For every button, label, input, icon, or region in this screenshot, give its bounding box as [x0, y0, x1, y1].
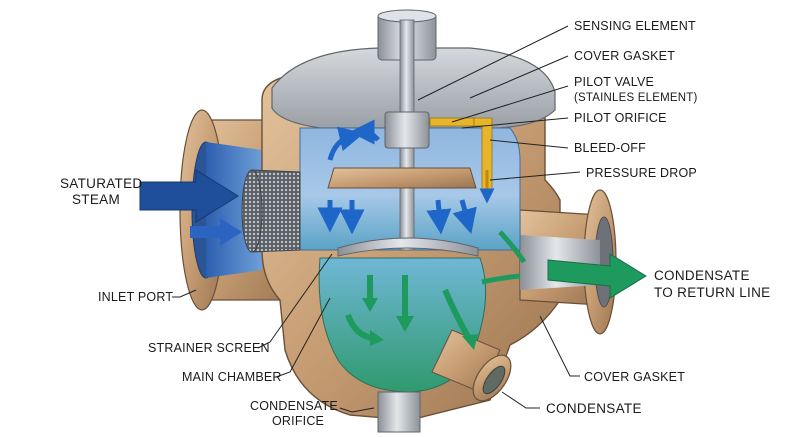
- label-pilot-orifice: PILOT ORIFICE: [574, 111, 667, 125]
- label-saturated-steam-1: SATURATED: [60, 176, 142, 191]
- label-bleed-off: BLEED-OFF: [574, 141, 646, 155]
- label-condensate: CONDENSATE: [546, 401, 642, 416]
- label-condensate-return-2: TO RETURN LINE: [654, 285, 770, 300]
- label-pressure-drop: PRESSURE DROP: [586, 166, 697, 180]
- valve-body: [180, 10, 616, 432]
- label-saturated-steam-2: STEAM: [72, 192, 120, 207]
- label-inlet-port: INLET PORT: [98, 290, 173, 304]
- pilot-valve-body: [385, 112, 429, 148]
- label-condensate-return-1: CONDENSATE: [654, 268, 750, 283]
- label-cover-gasket-top: COVER GASKET: [574, 49, 675, 63]
- label-strainer-screen: STRAINER SCREEN: [148, 341, 270, 355]
- label-sensing-element: SENSING ELEMENT: [574, 19, 696, 33]
- label-condensate-orifice-2: ORIFICE: [272, 414, 324, 428]
- label-condensate-orifice-1: CONDENSATE: [250, 399, 338, 413]
- label-pilot-valve: PILOT VALVE: [574, 75, 654, 89]
- label-cover-gasket-bottom: COVER GASKET: [584, 370, 685, 384]
- piston-disc: [328, 168, 476, 188]
- drain-pipe: [378, 392, 420, 432]
- label-pilot-valve-sub: (STAINLES ELEMENT): [574, 92, 698, 104]
- label-main-chamber: MAIN CHAMBER: [182, 370, 282, 384]
